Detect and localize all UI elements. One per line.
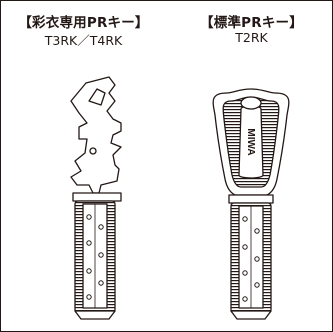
left-key-dimples <box>86 214 104 300</box>
right-key-tip <box>230 310 272 320</box>
left-key-model: T3RK／T4RK <box>44 33 123 48</box>
left-key-title: 【彩衣専用PRキー】 <box>18 15 149 31</box>
right-key-dimples <box>242 216 260 302</box>
right-key-logo-text: MIWA <box>245 128 256 155</box>
right-key-model: T2RK <box>235 30 268 45</box>
left-key-drawing <box>70 76 122 320</box>
right-key-hole <box>240 96 262 110</box>
right-key-title: 【標準PRキー】 <box>200 15 303 31</box>
right-key-drawing <box>212 88 290 320</box>
left-key-bow <box>70 76 122 194</box>
right-key-shoulder <box>228 194 274 204</box>
left-key-shoulder <box>72 192 122 202</box>
left-key-notch <box>89 147 97 155</box>
left-key-tip <box>74 310 116 320</box>
left-key-hole <box>88 88 106 106</box>
